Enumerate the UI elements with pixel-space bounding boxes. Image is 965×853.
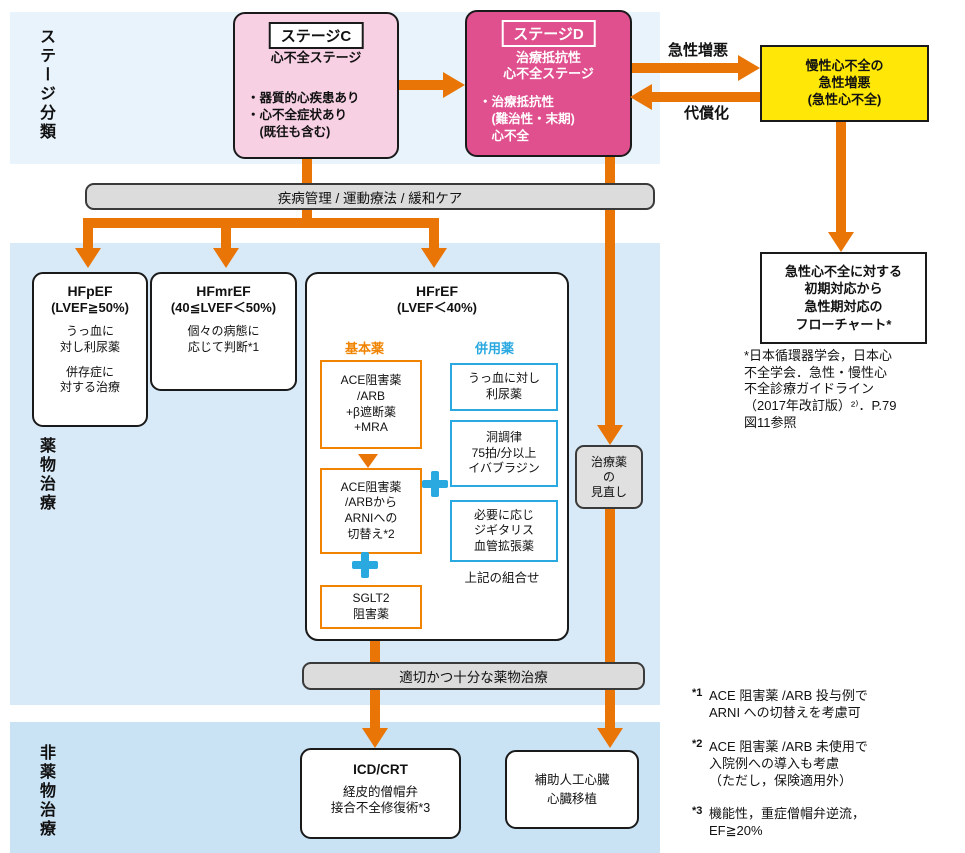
hfmref-title: HFmrEF — [196, 283, 251, 299]
therapy-review-box: 治療薬 の 見直し — [575, 445, 643, 509]
basic-drugs-label: 基本薬 — [345, 341, 385, 356]
arrow-acute-to-staged — [652, 92, 760, 102]
arrow-head-to-icd — [362, 728, 388, 748]
label-acute-worsening: 急性増悪 — [668, 42, 729, 59]
hfref-title: HFrEF — [416, 283, 458, 299]
arrow-head-ace-to-arni — [358, 454, 378, 468]
hfmref-box: HFmrEF (40≦LVEF＜50%) 個々の病態に 応じて判断*1 — [150, 272, 297, 391]
combination-note: 上記の組合せ — [464, 571, 540, 585]
footnote-1: *1 ACE 阻害薬 /ARB 投与例で ARNI への切替えを考慮可 — [692, 687, 942, 722]
flowchart-reference-text: *日本循環器学会，日本心 不全学会．急性・慢性心 不全診療ガイドライン （201… — [744, 348, 897, 430]
hfpef-body-2: 併存症に 対する治療 — [59, 364, 120, 395]
stage-d-title: ステージD — [501, 20, 596, 47]
arrow-head-stagec-to-staged — [443, 72, 465, 98]
concomitant-box-diuretic: うっ血に対し 利尿薬 — [450, 363, 558, 411]
line-staged-down — [605, 153, 615, 427]
footnote-1-text: ACE 阻害薬 /ARB 投与例で ARNI への切替えを考慮可 — [709, 688, 868, 720]
arrow-stagec-to-staged — [395, 80, 445, 90]
stage-c-body: ・器質的心疾患あり ・心不全症状あり (既往も含む) — [247, 91, 360, 139]
icd-crt-body: 経皮的僧帽弁 接合不全修復術*3 — [330, 785, 431, 816]
stage-d-body: ・治療抵抗性 (難治性・末期) 心不全 — [479, 95, 575, 143]
arrow-head-to-hfref — [421, 248, 447, 268]
plus-icon — [352, 552, 378, 578]
footnote-1-marker: *1 — [692, 687, 703, 699]
hfmref-body: 個々の病態に 応じて判断*1 — [187, 324, 260, 354]
hfmref-range: (40≦LVEF＜50%) — [170, 299, 277, 315]
basic-drug-box-ace-arb: ACE阻害薬 /ARB +β遮断薬 +MRA — [320, 360, 422, 449]
arrow-staged-to-acute — [630, 63, 740, 73]
hfpef-title: HFpEF — [67, 283, 113, 299]
plus-icon — [422, 471, 448, 497]
line-review-down — [605, 505, 615, 730]
line-acute-down — [836, 118, 846, 234]
hfpef-range: (LVEF≧50%) — [51, 299, 129, 315]
line-branch-horizontal — [83, 218, 439, 228]
concomitant-box-digitalis: 必要に応じ ジギタリス 血管拡張薬 — [450, 500, 558, 562]
line-branch-hfpef — [83, 228, 93, 250]
arrow-head-staged-to-acute — [738, 55, 760, 81]
arrow-head-to-hfpef — [75, 248, 101, 268]
concomitant-drugs-label: 併用薬 — [475, 341, 515, 356]
basic-drug-box-sglt2: SGLT2 阻害薬 — [320, 585, 422, 629]
stage-d-box: ステージD 治療抵抗性 心不全ステージ ・治療抵抗性 (難治性・末期) 心不全 — [465, 10, 632, 157]
footnote-3-marker: *3 — [692, 805, 703, 817]
arrow-head-to-review — [597, 425, 623, 445]
concomitant-box-ivabradine: 洞調律 75拍/分以上 イバブラジン — [450, 420, 558, 487]
hfref-range: (LVEF＜40%) — [397, 299, 477, 315]
hfpef-box: HFpEF (LVEF≧50%) うっ血に 対し利尿薬 併存症に 対する治療 — [32, 272, 148, 427]
line-branch-hfmref — [221, 228, 231, 250]
arrow-head-to-hfmref — [213, 248, 239, 268]
arrow-head-acute-to-staged — [630, 84, 652, 110]
footnote-2-marker: *2 — [692, 738, 703, 750]
vad-transplant-text: 補助人工心臓 心臓移植 — [534, 772, 610, 806]
acute-flowchart-box: 急性心不全に対する 初期対応から 急性期対応の フローチャート* — [760, 252, 927, 344]
stage-c-title: ステージC — [268, 22, 364, 49]
footnote-2: *2 ACE 阻害薬 /ARB 未使用で 入院例への導入も考慮 （ただし，保険適… — [692, 738, 942, 790]
hfpef-body-1: うっ血に 対し利尿薬 — [59, 324, 120, 354]
disease-management-bar: 疾病管理 / 運動療法 / 緩和ケア — [85, 183, 655, 210]
icd-crt-box: ICD/CRT 経皮的僧帽弁 接合不全修復術*3 — [300, 748, 461, 839]
arrow-head-to-flowchart — [828, 232, 854, 252]
stage-c-subtitle: 心不全ステージ — [270, 50, 362, 65]
acute-heart-failure-box: 慢性心不全の 急性増悪 (急性心不全) — [760, 45, 929, 122]
section-label-drug-therapy: 薬物治療 — [37, 437, 54, 513]
footnote-2-text: ACE 阻害薬 /ARB 未使用で 入院例への導入も考慮 （ただし，保険適用外） — [709, 739, 868, 788]
stage-c-box: ステージC 心不全ステージ ・器質的心疾患あり ・心不全症状あり (既往も含む) — [233, 12, 399, 159]
footnote-3: *3 機能性，重症僧帽弁逆流， EF≧20% — [692, 805, 942, 840]
footnote-3-text: 機能性，重症僧帽弁逆流， EF≧20% — [709, 806, 866, 838]
stage-d-subtitle: 治療抵抗性 心不全ステージ — [503, 50, 594, 82]
line-branch-hfref — [429, 228, 439, 250]
label-compensation: 代償化 — [684, 105, 730, 122]
section-label-nondrug-therapy: 非薬物治療 — [37, 744, 54, 839]
section-label-stage-classification: ステージ分類 — [37, 28, 54, 142]
adequate-pharmacotherapy-bar: 適切かつ十分な薬物治療 — [302, 662, 645, 690]
basic-drug-box-arni: ACE阻害薬 /ARBから ARNIへの 切替え*2 — [320, 468, 422, 554]
icd-crt-title: ICD/CRT — [353, 762, 408, 777]
arrow-head-to-vad — [597, 728, 623, 748]
vad-transplant-box: 補助人工心臓 心臓移植 — [505, 750, 639, 829]
